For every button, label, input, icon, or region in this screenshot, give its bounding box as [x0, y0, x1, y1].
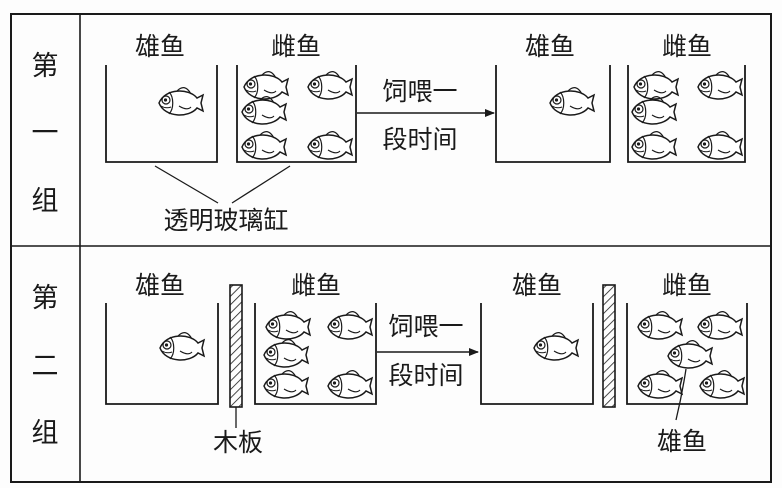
female-fish: [631, 95, 677, 125]
group-1-before-female-label: 雌鱼: [271, 32, 321, 61]
female-fish: [263, 338, 309, 368]
group-1-before-female-tank: [236, 65, 357, 163]
male-callout-pointer: [675, 368, 687, 421]
group-2-after-female-label: 雌鱼: [662, 271, 712, 300]
group-1-label-char-2: 一: [32, 118, 59, 149]
female-fish: [307, 130, 353, 160]
female-fish: [633, 70, 679, 100]
annotation-pointer: [154, 165, 219, 204]
male-fish: [549, 86, 595, 116]
male-fish-callout-label: 雄鱼: [657, 427, 707, 456]
female-fish: [637, 310, 683, 340]
group-2-after-male-label: 雄鱼: [512, 271, 562, 300]
female-fish: [697, 70, 743, 100]
annotation-pointer: [231, 165, 291, 204]
female-fish: [637, 369, 683, 399]
group-1-label-char-3: 组: [32, 186, 59, 217]
group-2-before-female-label: 雌鱼: [291, 271, 341, 300]
male-fish: [533, 331, 579, 361]
group-1-arrow-text-bottom: 段时间: [382, 125, 457, 154]
group-1-label-char-1: 第: [32, 51, 59, 82]
wooden-board: [602, 284, 616, 408]
table-border: [10, 13, 772, 483]
group-2-after-female-tank: [626, 303, 748, 405]
group-1-before-male-tank: [105, 65, 218, 163]
group-2-label-char-2: 二: [32, 351, 59, 382]
group-1-after-male-tank: [495, 65, 611, 163]
group-1-after-female-label: 雌鱼: [662, 32, 712, 61]
glass-tank-annotation: 透明玻璃缸: [163, 206, 288, 235]
group-1-row: 第 一 组 雄鱼 雌鱼 饲喂一 段时间 雄鱼 雌鱼 透明玻璃缸: [32, 32, 746, 235]
wooden-board-label: 木板: [213, 428, 263, 457]
female-fish: [243, 70, 289, 100]
group-1-after-male-label: 雄鱼: [525, 32, 575, 61]
female-fish: [265, 310, 311, 340]
female-fish: [699, 369, 745, 399]
male-fish: [158, 86, 204, 116]
group-2-arrow-text-bottom: 段时间: [388, 361, 463, 390]
group-2-arrow-text-top: 饲喂一: [388, 312, 463, 341]
group-2-label-char-3: 组: [32, 418, 59, 449]
female-fish: [241, 95, 287, 125]
group-2-after-male-tank: [480, 303, 594, 405]
female-fish: [697, 130, 743, 160]
group-2-row: 第 二 组 雄鱼 木板 雌鱼 饲喂一 段时间 雄鱼 雌鱼: [32, 271, 748, 457]
group-2-before-male-tank: [105, 303, 219, 405]
group-1-arrow-text-top: 饲喂一: [382, 77, 457, 106]
group-1-after-female-tank: [627, 65, 746, 163]
female-fish: [263, 369, 309, 399]
female-fish: [631, 130, 677, 160]
male-fish: [159, 331, 205, 361]
group-2-before-female-tank: [254, 303, 377, 405]
female-fish: [327, 369, 373, 399]
group-1-before-male-label: 雄鱼: [135, 32, 185, 61]
female-fish: [307, 70, 353, 100]
group-2-before-male-label: 雄鱼: [135, 271, 185, 300]
male-fish-moved: [667, 339, 713, 369]
group-2-label-char-1: 第: [32, 283, 59, 314]
female-fish: [241, 130, 287, 160]
female-fish: [697, 310, 743, 340]
wooden-board: [229, 284, 243, 408]
female-fish: [327, 310, 373, 340]
